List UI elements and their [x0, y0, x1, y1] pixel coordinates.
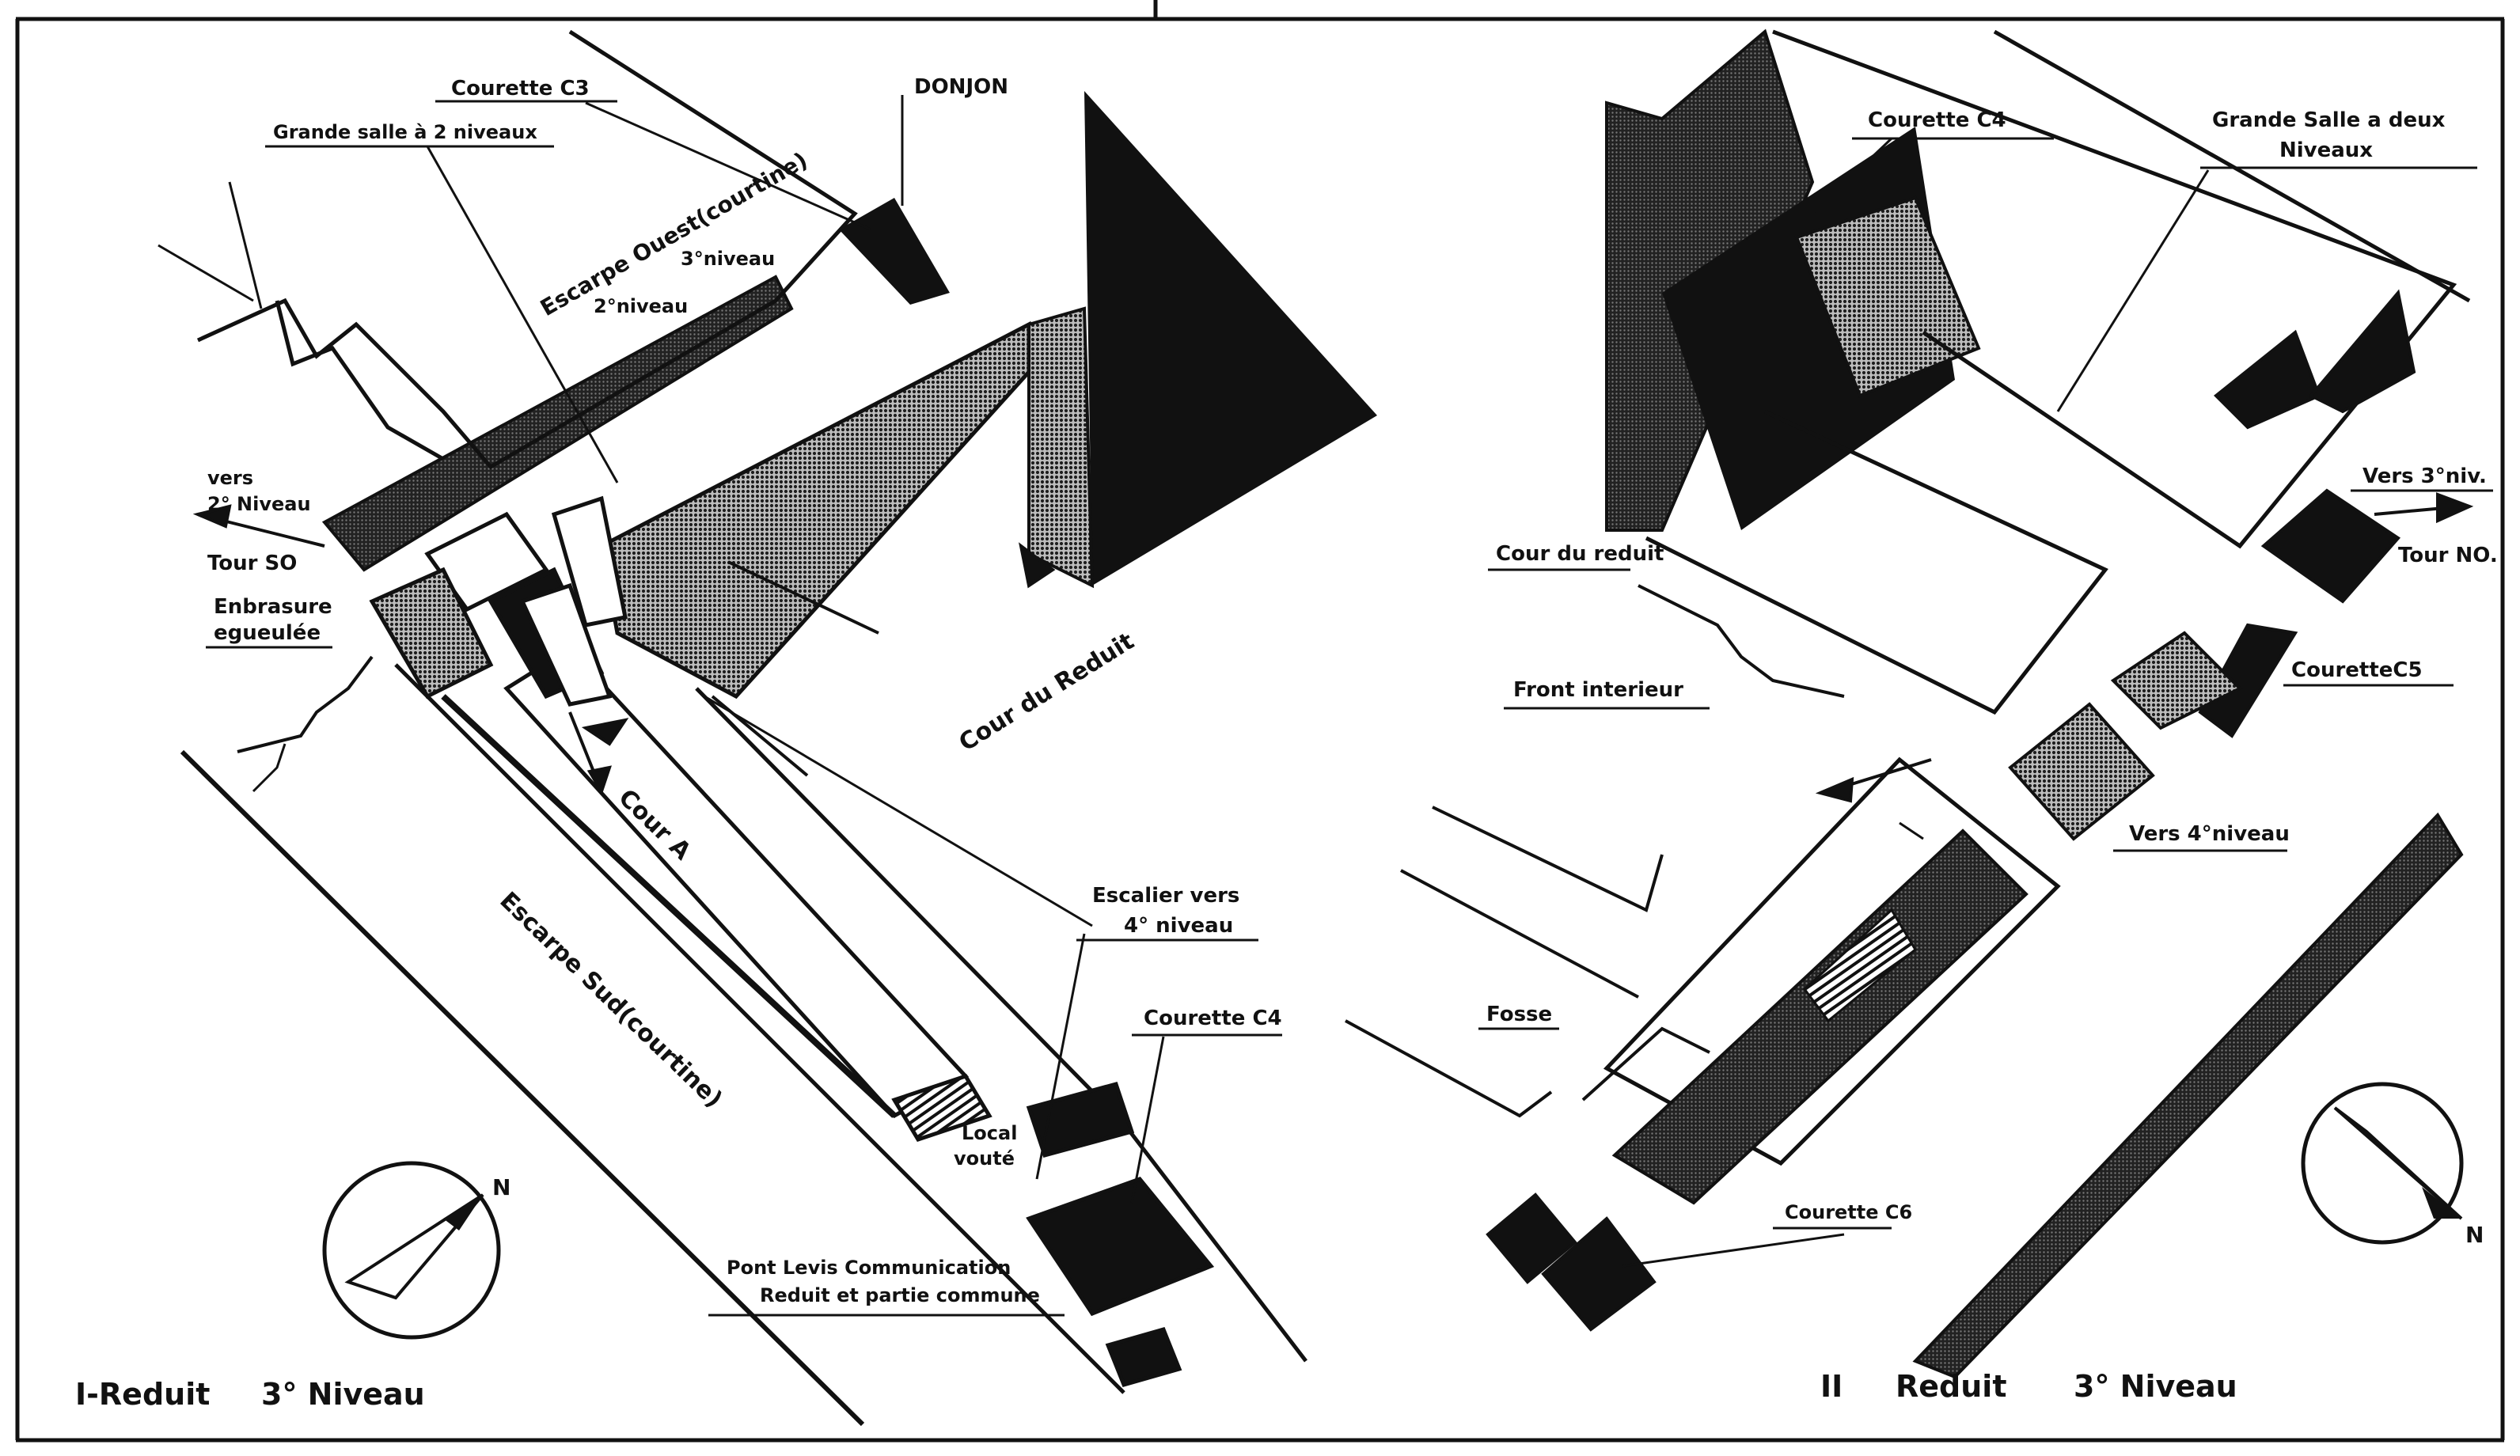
- label-niveau-2: 2°niveau: [594, 295, 688, 317]
- embrasure-line-2: [252, 743, 287, 793]
- corridor-stairs: [1802, 908, 1917, 1023]
- label-courette-c3: Courette C3: [451, 77, 590, 100]
- label-north-right: N: [2465, 1222, 2484, 1248]
- label-fosse: Fosse: [1486, 1003, 1552, 1026]
- label-courette-c6: Courette C6: [1785, 1201, 1912, 1223]
- label-cour-reduit-right: Cour du reduit: [1496, 542, 1664, 566]
- right-labels: Courette C4 Grande Salle a deux Niveaux …: [1478, 108, 2498, 1404]
- donjon-dark: [1084, 91, 1377, 586]
- label-donjon: DONJON: [914, 75, 1008, 99]
- left-title-a: I-Reduit: [75, 1377, 210, 1412]
- grande-salle-right-outline: [1772, 29, 2457, 549]
- grande-salle-outline: [196, 29, 858, 470]
- label-tour-no: Tour NO.: [2398, 544, 2498, 567]
- corridor-dark: [1611, 828, 2029, 1205]
- north-outer-line: [1993, 29, 2471, 303]
- compass-left: [322, 1161, 501, 1340]
- tower-no-blocks: [2008, 289, 2416, 841]
- left-title-b: 3° Niveau: [261, 1377, 425, 1412]
- escarpe-sud-line-1: [180, 749, 865, 1427]
- right-title-a: II: [1820, 1369, 1843, 1404]
- label-escalier-2: 4° niveau: [1124, 914, 1233, 938]
- label-courette-c4-right: Courette C4: [1868, 108, 2006, 132]
- cour-a-edge: [441, 694, 897, 1118]
- courette-c6-blocks: [1486, 1192, 1657, 1332]
- label-vers: vers: [207, 467, 253, 489]
- right-arrows: [1815, 492, 2474, 803]
- label-escalier-1: Escalier vers: [1092, 884, 1239, 908]
- label-grande-salle-right-1: Grande Salle a deux: [2212, 108, 2446, 132]
- label-local-2: vouté: [954, 1147, 1015, 1170]
- label-pont-levis-2: Reduit et partie commune: [760, 1284, 1040, 1306]
- donjon-side: [1027, 306, 1095, 589]
- label-grande-salle: Grande salle à 2 niveaux: [273, 121, 537, 143]
- east-dark-band: [1912, 812, 2464, 1379]
- label-grande-salle-right-2: Niveaux: [2279, 138, 2373, 162]
- embrasure-line: [237, 655, 374, 753]
- label-embrasure: Enbrasure: [214, 595, 332, 619]
- left-panel-drawing: [158, 29, 1377, 1427]
- left-leader-lines: [158, 95, 1165, 1204]
- compass-right: [2301, 1082, 2464, 1245]
- right-leader-lines: [1622, 137, 2210, 1268]
- south-end-blocks: [891, 1073, 1215, 1388]
- direction-arrows: [192, 504, 1056, 795]
- cour-a-strip: [503, 646, 969, 1119]
- right-title-b: Reduit: [1896, 1369, 2006, 1404]
- label-north-left: N: [492, 1174, 510, 1200]
- right-title-c: 3° Niveau: [2074, 1369, 2237, 1404]
- label-vers-4: Vers 4°niveau: [2129, 822, 2290, 846]
- label-egueulee: egueulée: [214, 621, 321, 645]
- label-front-interieur: Front interieur: [1513, 678, 1683, 702]
- label-vers-3: Vers 3°niv.: [2362, 464, 2487, 488]
- label-vers-niveau: 2° Niveau: [207, 493, 311, 515]
- label-escarpe-sud: Escarpe Sud(courtine): [494, 887, 727, 1113]
- label-courette-c4: Courette C4: [1144, 1007, 1282, 1030]
- plate-frame: [15, 0, 2505, 1443]
- label-courette-c5: CouretteC5: [2291, 658, 2423, 682]
- label-cour-reduit: Cour du Reduit: [954, 628, 1139, 757]
- label-local-1: Local: [962, 1122, 1017, 1144]
- label-tour-so: Tour SO: [207, 552, 297, 575]
- fosse-lines: [1345, 584, 1845, 1118]
- label-niveau-3: 3°niveau: [681, 248, 775, 270]
- courette-c3-block: [839, 198, 950, 305]
- cour-reduit-right-outline: [1645, 409, 2108, 715]
- escarpe-sud-line-2: [394, 663, 1125, 1394]
- tower-outline: [275, 300, 445, 461]
- right-panel-drawing: [1345, 28, 2474, 1379]
- junction-blocks: [369, 495, 628, 707]
- west-escarpe-dark: [321, 275, 794, 572]
- label-pont-levis-1: Pont Levis Communication: [727, 1257, 1011, 1279]
- courette-c4-right: [1794, 195, 1981, 398]
